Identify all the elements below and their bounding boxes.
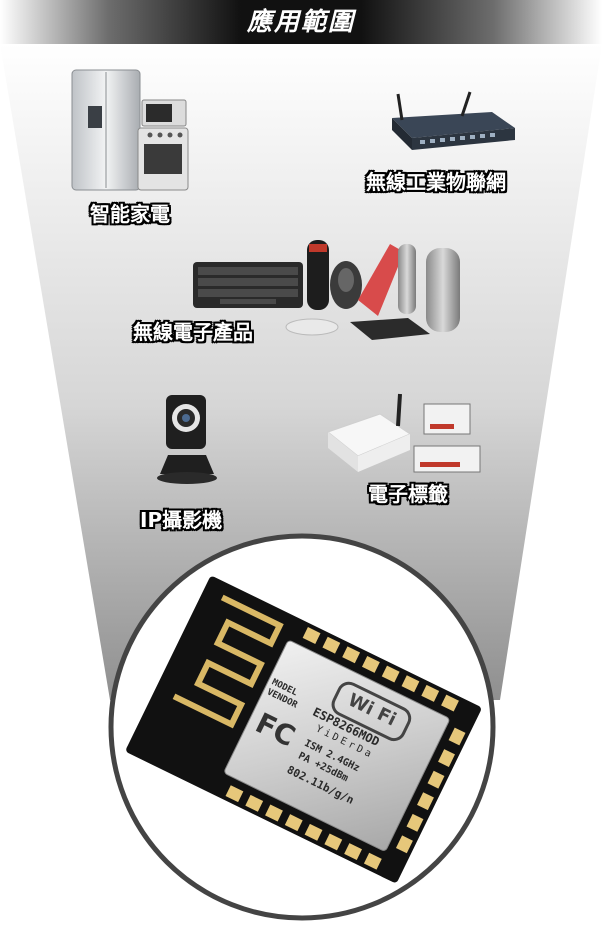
appliances-image: [71, 69, 189, 191]
electronics-image: [193, 240, 460, 340]
label-electronic-labels: 電子標籤: [368, 482, 448, 506]
label-ip-camera: IP攝影機: [140, 508, 223, 532]
model-label: MODEL VENDOR: [265, 677, 299, 711]
esl-image: [326, 393, 481, 473]
cone-background: [0, 44, 602, 700]
label-smart-appliances: 智能家電: [90, 202, 170, 226]
ipcam-image: [157, 395, 217, 484]
router-image: [392, 91, 515, 150]
label-wireless-electronics: 無線電子產品: [133, 320, 253, 344]
label-industrial-iot: 無線工業物聯網: [366, 170, 506, 194]
page-title: 應用範圍: [246, 7, 355, 36]
esp8266-module: [126, 576, 481, 883]
fcc-mark: FC: [250, 706, 301, 754]
header-bar: [0, 0, 602, 44]
